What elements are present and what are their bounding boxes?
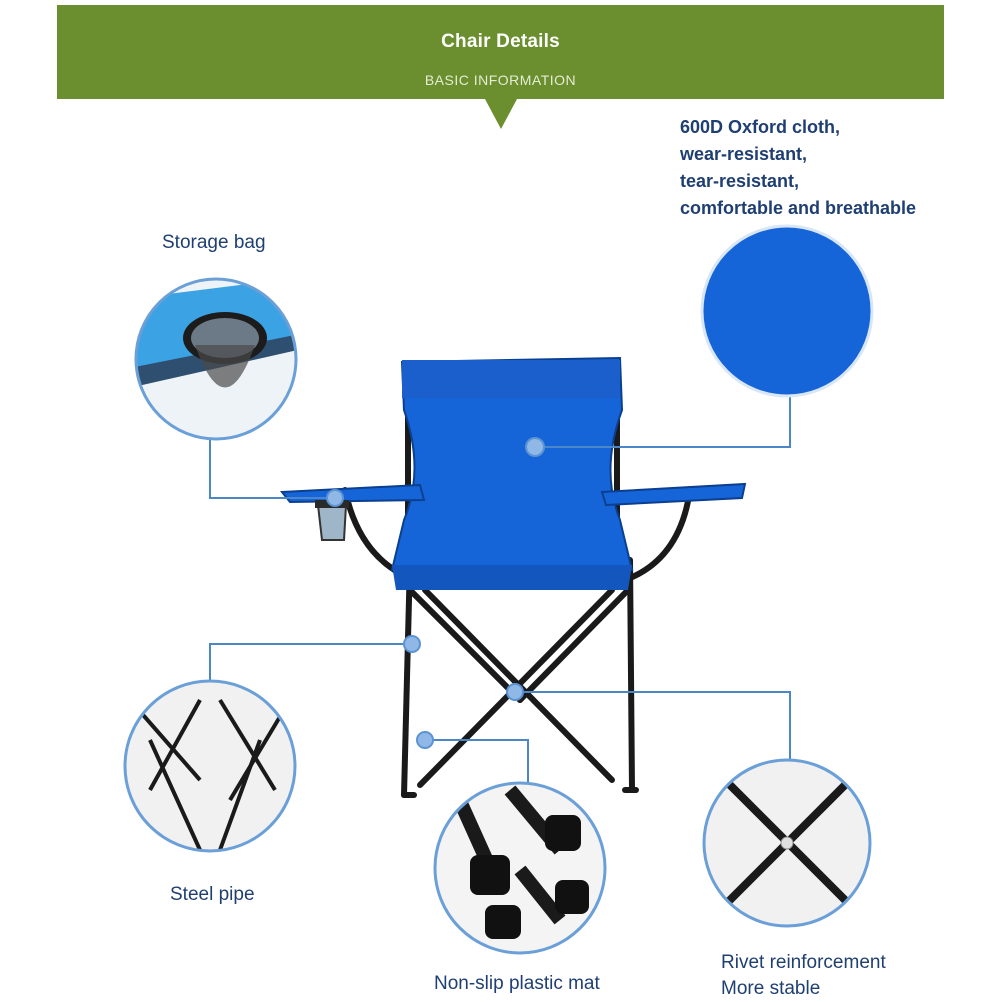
steel-pipe-detail <box>123 679 297 853</box>
header-subtitle: BASIC INFORMATION <box>424 72 577 88</box>
chair-fabric <box>279 356 747 590</box>
header-banner: Chair Details BASIC INFORMATION <box>57 5 944 99</box>
plastic-mat-label: Non-slip plastic mat <box>434 973 600 994</box>
cloth-line: tear-resistant, <box>680 171 800 191</box>
plastic-mat-detail <box>433 781 607 955</box>
header-pointer <box>485 99 517 129</box>
cloth-line: wear-resistant, <box>680 144 808 164</box>
callout-lines <box>209 392 791 784</box>
callout-dots <box>326 437 545 749</box>
rivet-label: Rivet reinforcement More stable <box>721 950 886 1002</box>
steel-pipe-label: Steel pipe <box>170 884 255 905</box>
rivet-line: More stable <box>721 978 821 999</box>
fabric-detail-circle <box>700 224 874 398</box>
storage-bag-label: Storage bag <box>162 232 266 253</box>
rivet-line: Rivet reinforcement <box>721 952 886 973</box>
storage-bag-detail <box>134 277 298 441</box>
header-title: Chair Details <box>441 31 560 52</box>
cloth-line: 600D Oxford cloth, <box>680 117 841 137</box>
rivet-detail <box>702 758 872 928</box>
cloth-description: 600D Oxford cloth, wear-resistant, tear-… <box>680 114 916 222</box>
cloth-line: comfortable and breathable <box>680 198 917 218</box>
